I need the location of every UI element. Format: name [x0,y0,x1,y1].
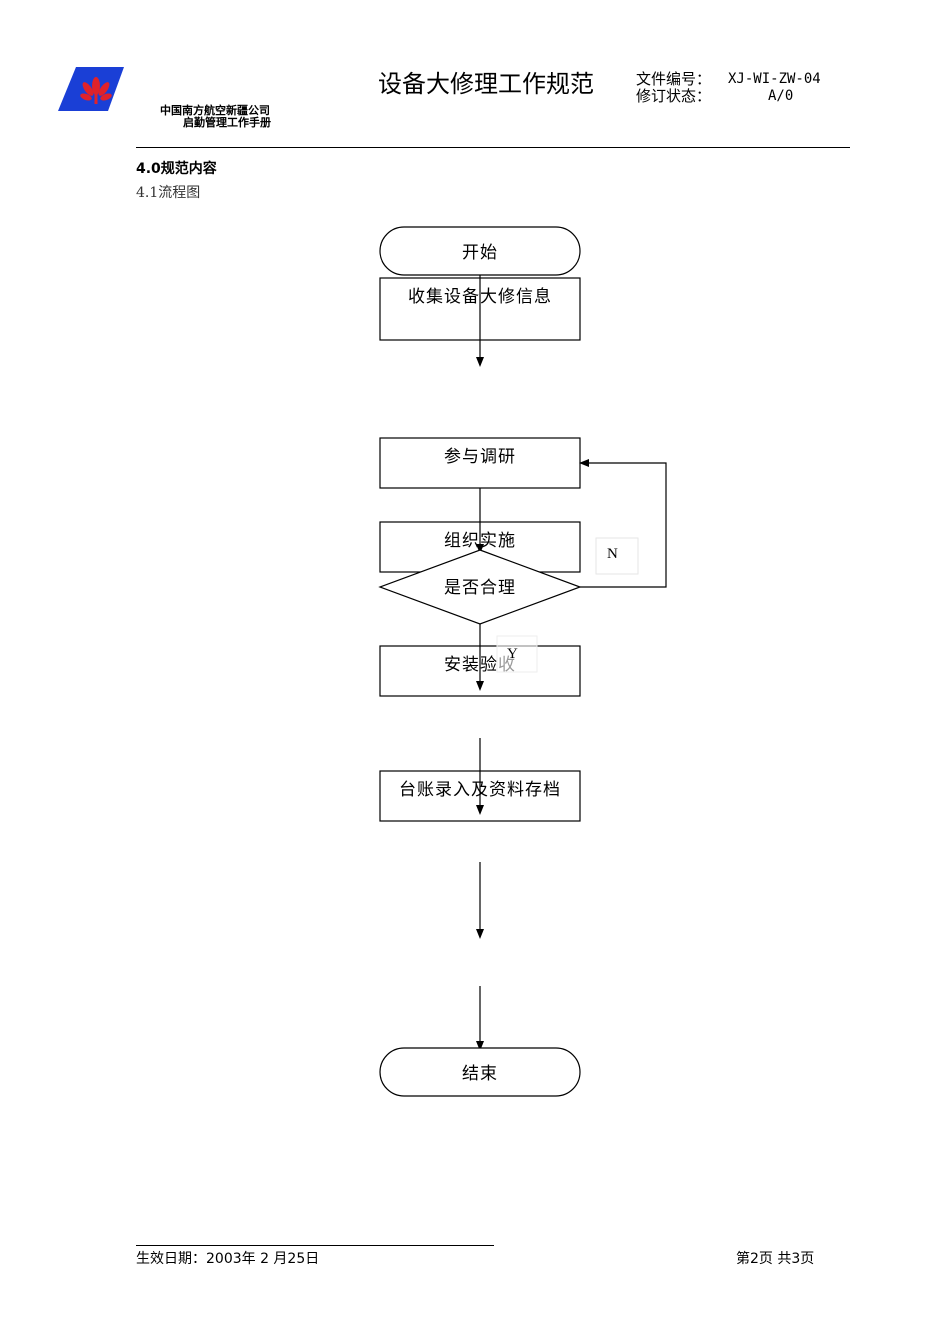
step-archive-box [379,770,581,822]
end-text: 结束 [462,1064,498,1084]
document-title: 设备大修理工作规范 [378,70,594,98]
doc-number-value: XJ-WI-ZW-04 [728,71,821,87]
company-name: 中国南方航空新疆公司 [160,104,270,117]
kapok-flower-icon [80,77,112,104]
airline-logo-icon [58,67,124,111]
step-research-box [379,437,581,489]
revision-value: A/0 [768,88,794,104]
decision-text: 是否合理 [444,578,516,598]
doc-number-label: 文件编号： [636,70,712,88]
step-archive-text: 台账录入及资料存档 [399,780,561,800]
start-text: 开始 [462,243,498,263]
manual-name: 启勤管理工作手册 [183,116,271,129]
effective-date: 生效日期：2003年 2 月25日 [136,1251,320,1267]
header-divider [136,147,850,148]
subsection-heading: 4.1流程图 [136,185,201,201]
arrow-no-loop-back [579,459,667,588]
step-research-text: 参与调研 [444,447,516,467]
end-terminator [379,1047,581,1097]
yes-label-box [496,635,538,673]
section-heading: 4.0规范内容 [136,161,217,177]
yes-label: Y [507,646,518,662]
no-label-box [595,537,639,575]
no-label: N [607,546,618,562]
footer-divider [136,1245,494,1246]
revision-label: 修订状态： [636,87,712,105]
page-info: 第2页 共3页 [736,1251,815,1267]
